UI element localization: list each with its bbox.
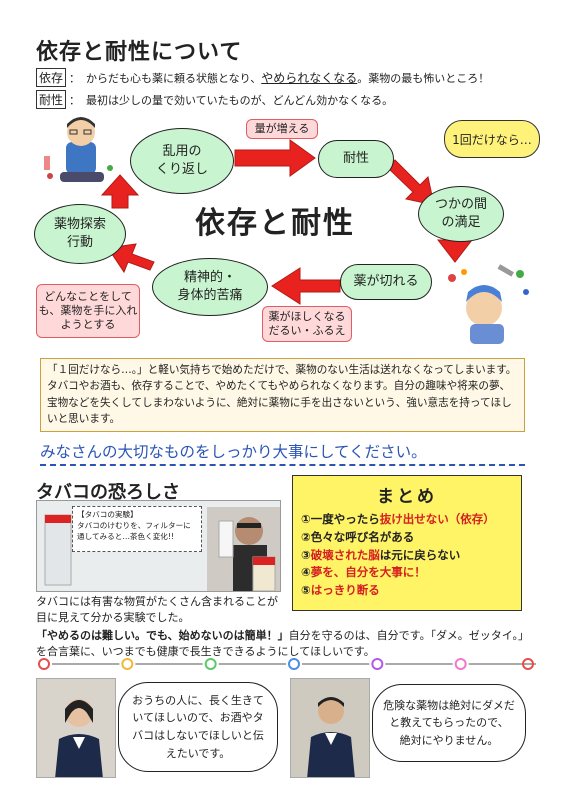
- divider-ring: [38, 658, 50, 670]
- callout-craving: 薬がほしくなるだるい・ふるえ: [262, 306, 352, 342]
- arrow-wearsoff-to-suffering: [271, 267, 341, 305]
- illustration-distressed-person: [44, 117, 113, 182]
- summary-item-1: ①一度やったら抜け出せない（依存）: [301, 512, 495, 526]
- summary-item-2: ②色々な呼び名がある: [301, 529, 415, 544]
- divider-ring: [288, 658, 300, 670]
- summary-item-3: ③破壊された脳は元に戻らない: [301, 547, 461, 562]
- term-tolerance: 耐性: [36, 90, 67, 109]
- tobacco-title: タバコの恐ろしさ: [36, 482, 180, 503]
- student-1-illustration: [37, 679, 115, 777]
- node-seeking: 薬物探索行動: [34, 204, 126, 264]
- student-photo-2: [290, 678, 370, 778]
- tobacco-message: 「やめるのは難しい。でも、始めないのは簡単！」自分を守るのは、自分です。「ダメ。…: [36, 629, 530, 658]
- divider-ring: [371, 658, 384, 670]
- node-abuse: 乱用のくり返し: [130, 128, 234, 194]
- summary-title: まとめ: [377, 487, 437, 507]
- callout-once: 1回だけなら…: [444, 120, 540, 158]
- definition-tolerance: 耐性 ： 最初は少しの量で効いていたものが、どんどん効かなくなる。: [36, 90, 393, 109]
- comment-bubble-2: 危険な薬物は絶対にダメだ と教えてもらったので、 絶対にやりません。: [372, 684, 526, 762]
- callout-any-means: どんなことをしても、薬物を手に入れようとする: [36, 284, 140, 338]
- tobacco-description: タバコには有害な物質がたくさん含まれることが 目に見えて分かる実験でした。: [36, 595, 278, 624]
- summary-item-4: ④夢を、自分を大事に！: [301, 565, 426, 580]
- node-wears-off: 薬が切れる: [340, 264, 432, 300]
- student-photo-1: [36, 678, 116, 778]
- node-tolerance: 耐性: [318, 140, 394, 178]
- definition-dependence: 依存 ： からだも心も薬に頼る状態となり、 やめられなくなる 。薬物の最も怖いと…: [36, 68, 489, 87]
- slogan: みなさんの大切なものをしっかり大事にしてください。: [40, 440, 525, 466]
- arrow-abuse-to-tolerance: [234, 139, 316, 177]
- comment-bubble-1: おうちの人に、長く生きて いてほしいので、お酒やタ バコはしないでほしいと伝 え…: [118, 682, 278, 772]
- summary-box: まとめ ①一度やったら抜け出せない（依存） ②色々な呼び名がある ③破壊された脳…: [292, 475, 522, 611]
- warning-paragraph: 「１回だけなら…。」と軽い気持ちで始めただけで、薬物のない生活は送れなくなってし…: [40, 358, 525, 432]
- experiment-note: 【タバコの実験】 タバコのけむりを、フィルターに 通してみると…茶色く変化!!: [72, 506, 202, 552]
- node-satisfaction: つかの間の満足: [418, 186, 504, 242]
- term-dependence: 依存: [36, 68, 67, 87]
- divider-ring: [204, 658, 217, 670]
- arrow-tolerance-to-satisfaction: [387, 159, 435, 206]
- divider-ring: [121, 658, 134, 670]
- divider-ring: [522, 658, 534, 670]
- underlined-phrase: やめられなくなる: [261, 71, 358, 85]
- illustration-collapsed-person: [448, 264, 529, 344]
- page-title: 依存と耐性について: [36, 40, 243, 65]
- callout-increase: 量が増える: [246, 119, 318, 139]
- node-suffering: 精神的・身体的苦痛: [152, 258, 268, 316]
- student-2-illustration: [291, 679, 369, 777]
- divider-ring: [454, 658, 467, 670]
- summary-item-5: ⑤はっきり断る: [301, 583, 380, 598]
- arrow-seeking-to-abuse: [100, 174, 140, 209]
- decorative-divider: [38, 658, 536, 670]
- cycle-center-title: 依存と耐性: [195, 206, 355, 241]
- cycle-arrows: [100, 139, 474, 305]
